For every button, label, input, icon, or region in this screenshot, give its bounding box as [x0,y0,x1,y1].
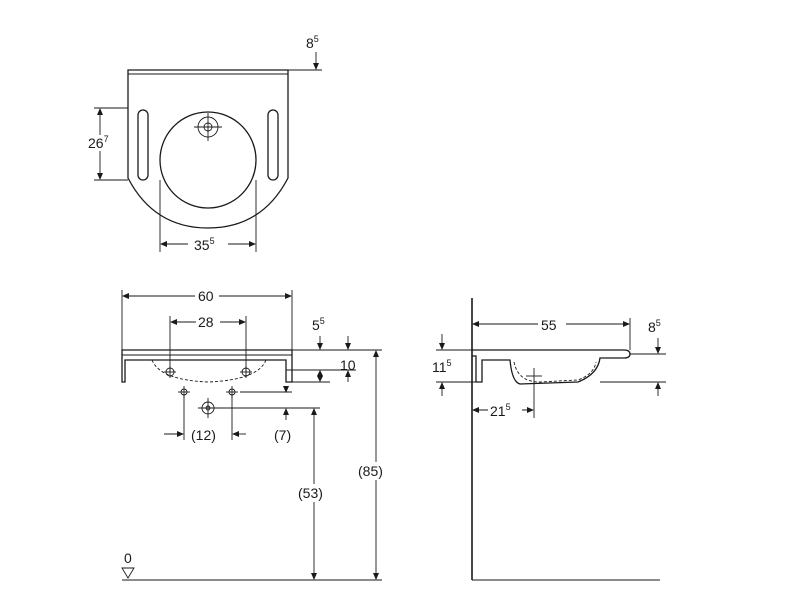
left-grip-slot [137,109,149,181]
dim-waste-spacing-label: (12) [191,427,216,443]
front-view-bowl [151,359,267,383]
drain-connection-icon [178,386,238,418]
dim-depth-label: 267 [88,134,109,151]
top-view: 355 267 85 [86,34,322,253]
dim-rim-height-label: 10 [340,357,356,373]
dim-side-waste-label: 215 [490,402,511,419]
right-grip-slot [267,109,279,181]
side-view-basin [472,349,631,385]
floor-marker-icon [121,567,135,579]
dim-waste-height-label: (53) [298,485,323,501]
dim-side-rim-label: 85 [648,318,661,335]
floor-label: 0 [124,550,132,566]
top-view-outline [127,69,289,229]
front-view-slab [121,349,293,383]
dim-side-height-label: 115 [432,358,452,375]
side-view-bowl-inner [513,361,597,383]
dim-projection-label: 55 [541,317,557,333]
top-view-bowl [159,111,257,209]
side-view: 55 85 115 215 [432,298,666,581]
dim-rim-label: 55 [312,316,325,333]
dim-total-height-label: (85) [358,463,383,479]
waste-fitting-icon [164,366,252,378]
front-view: 60 28 55 10 (7) [121,288,396,581]
dim-holes-label: 28 [198,314,214,330]
dim-bowl-label: 355 [194,236,215,253]
dim-width-label: 60 [198,288,214,304]
dim-thickness-label: 85 [306,34,319,51]
tap-hole-icon [194,113,222,141]
dim-waste-offset-label: (7) [274,427,291,443]
